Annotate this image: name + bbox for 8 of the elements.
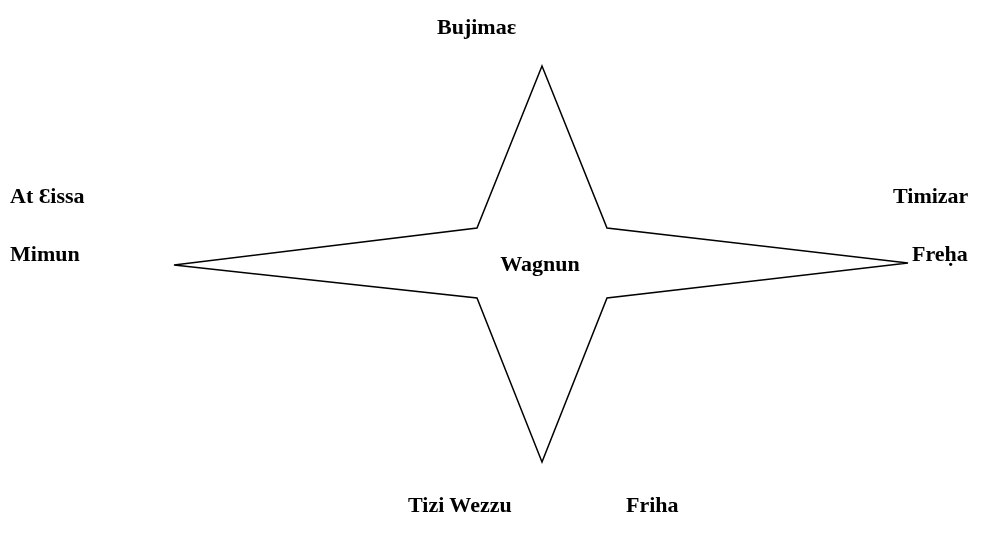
- place-label: Freḥa: [912, 242, 968, 267]
- star-label: Wagnun: [500, 251, 580, 277]
- place-label: At Ɛissa: [10, 184, 85, 209]
- place-label: Tizi Wezzu: [408, 493, 512, 518]
- place-label: Timizar: [893, 184, 969, 209]
- place-label: Friha: [626, 493, 679, 518]
- place-label: Mimun: [10, 242, 80, 267]
- place-label: Bujimaɛ: [437, 15, 517, 40]
